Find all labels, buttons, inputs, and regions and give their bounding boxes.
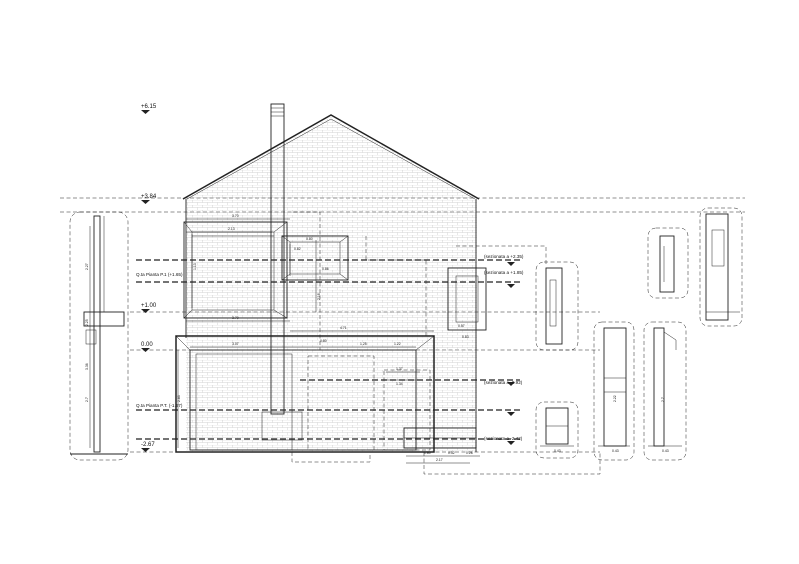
dimension-text: 2.13 xyxy=(228,227,235,231)
dimension-lines xyxy=(177,218,480,464)
dimension-text: 0.83 xyxy=(462,335,469,339)
section-tag: (sezionata a -0.92) xyxy=(484,380,523,385)
section-tags: (sezionata a +2.35) (sezionata a +1.85) … xyxy=(484,254,524,441)
detail-frame-4 xyxy=(535,401,579,459)
level-label: -2.67 xyxy=(141,442,155,448)
level-marker xyxy=(141,448,150,452)
section-tag: (sezionata a -2.42) xyxy=(484,436,523,441)
dimension-text: 3.70 xyxy=(232,214,239,218)
section-marker xyxy=(507,441,515,445)
detail-frame-5 xyxy=(593,321,635,461)
dimension-text: 1.13 xyxy=(193,263,197,270)
dimension-text: 0.80 xyxy=(306,237,313,241)
dimension-text: 1.37 xyxy=(396,367,403,371)
dimension-text: 0.28 xyxy=(466,451,473,455)
dimension-text: 2.27 xyxy=(85,263,89,270)
house-elevation xyxy=(175,103,601,475)
detail-frame-1 xyxy=(535,261,579,351)
dimension-text: 1.80 xyxy=(424,451,431,455)
dimension-text: 0.86 xyxy=(322,267,329,271)
dimension-text: 0.43 xyxy=(662,449,669,453)
plan-cut-lines: Q.ta Pianta P.1 (+1.65) Q.ta Pianta P.T.… xyxy=(136,259,520,445)
level-label: +6.15 xyxy=(141,104,157,110)
level-label: 0.00 xyxy=(141,342,153,348)
section-tag: (sezionata a +2.35) xyxy=(484,254,524,259)
level-labels: +6.15 +3.84 +1.00 0.00 -2.67 xyxy=(141,104,157,452)
section-marker xyxy=(507,412,515,416)
section-tag: (sezionata a +1.85) xyxy=(484,270,524,275)
dimension-text: 2.16 xyxy=(317,293,321,300)
dimension-text: 0.43 xyxy=(554,449,561,453)
dimension-text: 0.82 xyxy=(294,247,301,251)
plan-cut-label: Q.ta Pianta P.1 (+1.65) xyxy=(136,272,183,277)
dimension-text: 0.32 xyxy=(448,451,455,455)
dimension-text: 2.7 xyxy=(85,397,89,402)
dimension-text: 2.83 xyxy=(177,395,181,402)
level-marker xyxy=(141,110,150,114)
dimension-text: 1.22 xyxy=(394,342,401,346)
section-marker xyxy=(507,382,515,386)
section-marker xyxy=(507,262,515,266)
dimension-text: 2.7 xyxy=(661,397,665,402)
dimension-text: 1.25 xyxy=(360,342,367,346)
dimension-text: 3.07 xyxy=(232,342,239,346)
dimension-text: 2.17 xyxy=(436,458,443,462)
detail-frame-6 xyxy=(643,321,687,461)
dimension-text: 0.43 xyxy=(612,449,619,453)
dimension-text: 3.70 xyxy=(232,316,239,320)
level-marker xyxy=(141,200,150,204)
dimension-texts: 3.70 2.13 3.70 4.71 3.07 0.80 1.25 1.22 … xyxy=(85,214,669,462)
dimension-text: 0.57 xyxy=(458,324,465,328)
detail-callouts xyxy=(69,207,743,461)
dimension-text: 2.22 xyxy=(613,395,617,402)
level-marker xyxy=(141,309,150,313)
level-marker xyxy=(141,348,150,352)
dimension-text: 3.36 xyxy=(85,363,89,370)
dimension-text: 1.34 xyxy=(396,382,403,386)
detail-frame-2 xyxy=(647,227,689,299)
section-marker xyxy=(507,284,515,288)
dimension-text: 2.25 xyxy=(85,319,89,326)
dimension-text: 0.80 xyxy=(320,339,327,343)
dimension-text: 4.71 xyxy=(340,326,347,330)
level-label: +1.00 xyxy=(141,303,157,309)
plan-cut-label: Q.ta Pianta P.T. (-1.67) xyxy=(136,403,183,408)
level-label: +3.84 xyxy=(141,194,157,200)
detail-frame-3 xyxy=(699,207,743,327)
detail-frame-left xyxy=(69,211,129,461)
